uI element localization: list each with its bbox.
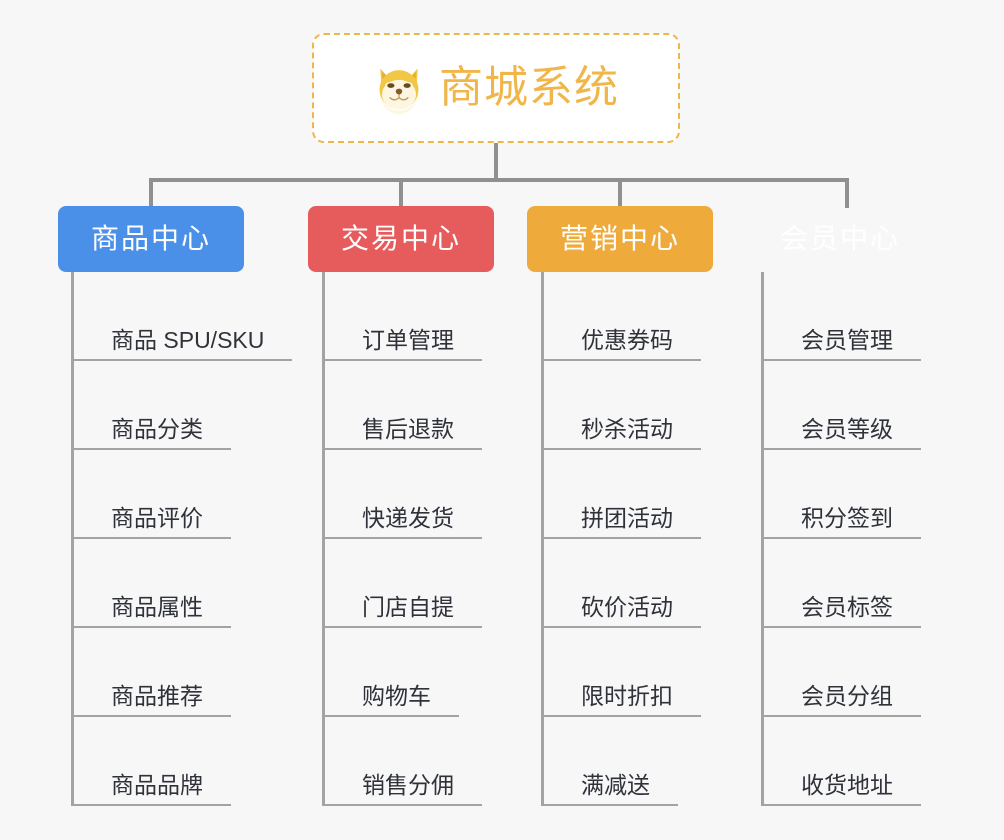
sub-item-underline: 订单管理 <box>322 326 482 361</box>
sub-item-label: 积分签到 <box>801 504 893 531</box>
branch-box-1[interactable]: 商品中心 <box>58 206 244 272</box>
sub-item[interactable]: 优惠券码 <box>541 272 701 361</box>
sub-item-label: 限时折扣 <box>581 682 673 709</box>
sub-item-underline: 商品推荐 <box>71 682 231 717</box>
sub-item-underline: 拼团活动 <box>541 504 701 539</box>
sub-item[interactable]: 商品品牌 <box>71 717 231 806</box>
branch-box-3[interactable]: 营销中心 <box>527 206 713 272</box>
sub-item[interactable]: 拼团活动 <box>541 450 701 539</box>
sub-item-label: 商品评价 <box>111 504 203 531</box>
sub-item-underline: 积分签到 <box>761 504 921 539</box>
sub-item-underline: 会员分组 <box>761 682 921 717</box>
branch-label-1: 商品中心 <box>90 223 211 254</box>
branch-box-2[interactable]: 交易中心 <box>308 206 494 272</box>
sub-item[interactable]: 售后退款 <box>322 361 482 450</box>
sub-item-label: 快递发货 <box>362 504 454 531</box>
sub-item-underline: 秒杀活动 <box>541 415 701 450</box>
sub-item[interactable]: 门店自提 <box>322 539 482 628</box>
sub-item-underline: 优惠券码 <box>541 326 701 361</box>
spine-2 <box>322 272 325 806</box>
sub-item[interactable]: 商品推荐 <box>71 628 231 717</box>
branch-label-4: 会员中心 <box>779 223 900 254</box>
sub-item-underline: 商品评价 <box>71 504 231 539</box>
sub-item[interactable]: 商品评价 <box>71 450 231 539</box>
sub-item-underline: 会员等级 <box>761 415 921 450</box>
sub-item-underline: 收货地址 <box>761 771 921 806</box>
root-node-content: 商城系统 <box>373 62 619 114</box>
sub-item-label: 会员管理 <box>801 326 893 353</box>
sub-item-label: 满减送 <box>581 771 650 798</box>
sub-item[interactable]: 收货地址 <box>761 717 921 806</box>
connector-horizontal-bus <box>149 178 849 182</box>
sub-item-underline: 限时折扣 <box>541 682 701 717</box>
spine-1 <box>71 272 74 806</box>
sub-item[interactable]: 快递发货 <box>322 450 482 539</box>
connector-drop-2 <box>399 178 403 208</box>
sub-item[interactable]: 商品分类 <box>71 361 231 450</box>
sub-item[interactable]: 会员分组 <box>761 628 921 717</box>
spine-3 <box>541 272 544 806</box>
sub-item[interactable]: 商品 SPU/SKU <box>71 272 293 361</box>
connector-drop-3 <box>618 178 622 208</box>
sub-item-underline: 会员管理 <box>761 326 921 361</box>
sub-item-underline: 门店自提 <box>322 593 482 628</box>
sub-item[interactable]: 满减送 <box>541 717 678 806</box>
root-node-mall-system[interactable]: 商城系统 <box>312 33 680 143</box>
sub-item-underline: 售后退款 <box>322 415 482 450</box>
sub-item-label: 售后退款 <box>362 415 454 442</box>
sub-item-label: 商品属性 <box>111 593 203 620</box>
sub-item[interactable]: 会员管理 <box>761 272 921 361</box>
branch-box-4[interactable]: 会员中心 <box>747 206 933 272</box>
sub-item-label: 会员分组 <box>801 682 893 709</box>
sub-item-label: 砍价活动 <box>581 593 673 620</box>
sub-item-underline: 商品品牌 <box>71 771 231 806</box>
sub-item-underline: 商品属性 <box>71 593 231 628</box>
sub-item-underline: 商品分类 <box>71 415 231 450</box>
sub-item-underline: 商品 SPU/SKU <box>71 326 293 361</box>
sub-item[interactable]: 秒杀活动 <box>541 361 701 450</box>
sub-item[interactable]: 砍价活动 <box>541 539 701 628</box>
sub-item-underline: 会员标签 <box>761 593 921 628</box>
sub-item-label: 购物车 <box>362 682 431 709</box>
root-node-title: 商城系统 <box>439 63 619 112</box>
sub-item-label: 商品品牌 <box>111 771 203 798</box>
connector-drop-4 <box>845 178 849 208</box>
connector-drop-1 <box>149 178 153 208</box>
sub-item-label: 秒杀活动 <box>581 415 673 442</box>
sub-item[interactable]: 会员等级 <box>761 361 921 450</box>
sub-item-underline: 砍价活动 <box>541 593 701 628</box>
sub-item-label: 会员等级 <box>801 415 893 442</box>
sub-item[interactable]: 订单管理 <box>322 272 482 361</box>
sub-item[interactable]: 会员标签 <box>761 539 921 628</box>
sub-item-label: 商品 SPU/SKU <box>111 326 265 353</box>
sub-item-underline: 购物车 <box>322 682 459 717</box>
sub-item-underline: 销售分佣 <box>322 771 482 806</box>
branch-label-3: 营销中心 <box>559 223 680 254</box>
sub-item-label: 订单管理 <box>362 326 454 353</box>
sub-item-underline: 快递发货 <box>322 504 482 539</box>
sub-item-label: 会员标签 <box>801 593 893 620</box>
sub-item[interactable]: 购物车 <box>322 628 459 717</box>
shiba-dog-icon <box>379 68 419 114</box>
connector-root-stem <box>494 143 498 180</box>
spine-4 <box>761 272 764 806</box>
sub-item-underline: 满减送 <box>541 771 678 806</box>
sub-item-label: 商品推荐 <box>111 682 203 709</box>
sub-item-label: 拼团活动 <box>581 504 673 531</box>
sub-item-label: 收货地址 <box>801 771 893 798</box>
sub-item[interactable]: 销售分佣 <box>322 717 482 806</box>
sub-item-label: 门店自提 <box>362 593 454 620</box>
sub-item-label: 优惠券码 <box>581 326 673 353</box>
sub-item[interactable]: 限时折扣 <box>541 628 701 717</box>
branch-label-2: 交易中心 <box>340 223 461 254</box>
sub-item[interactable]: 积分签到 <box>761 450 921 539</box>
sub-item-label: 销售分佣 <box>362 771 454 798</box>
sub-item[interactable]: 商品属性 <box>71 539 231 628</box>
sub-item-label: 商品分类 <box>111 415 203 442</box>
